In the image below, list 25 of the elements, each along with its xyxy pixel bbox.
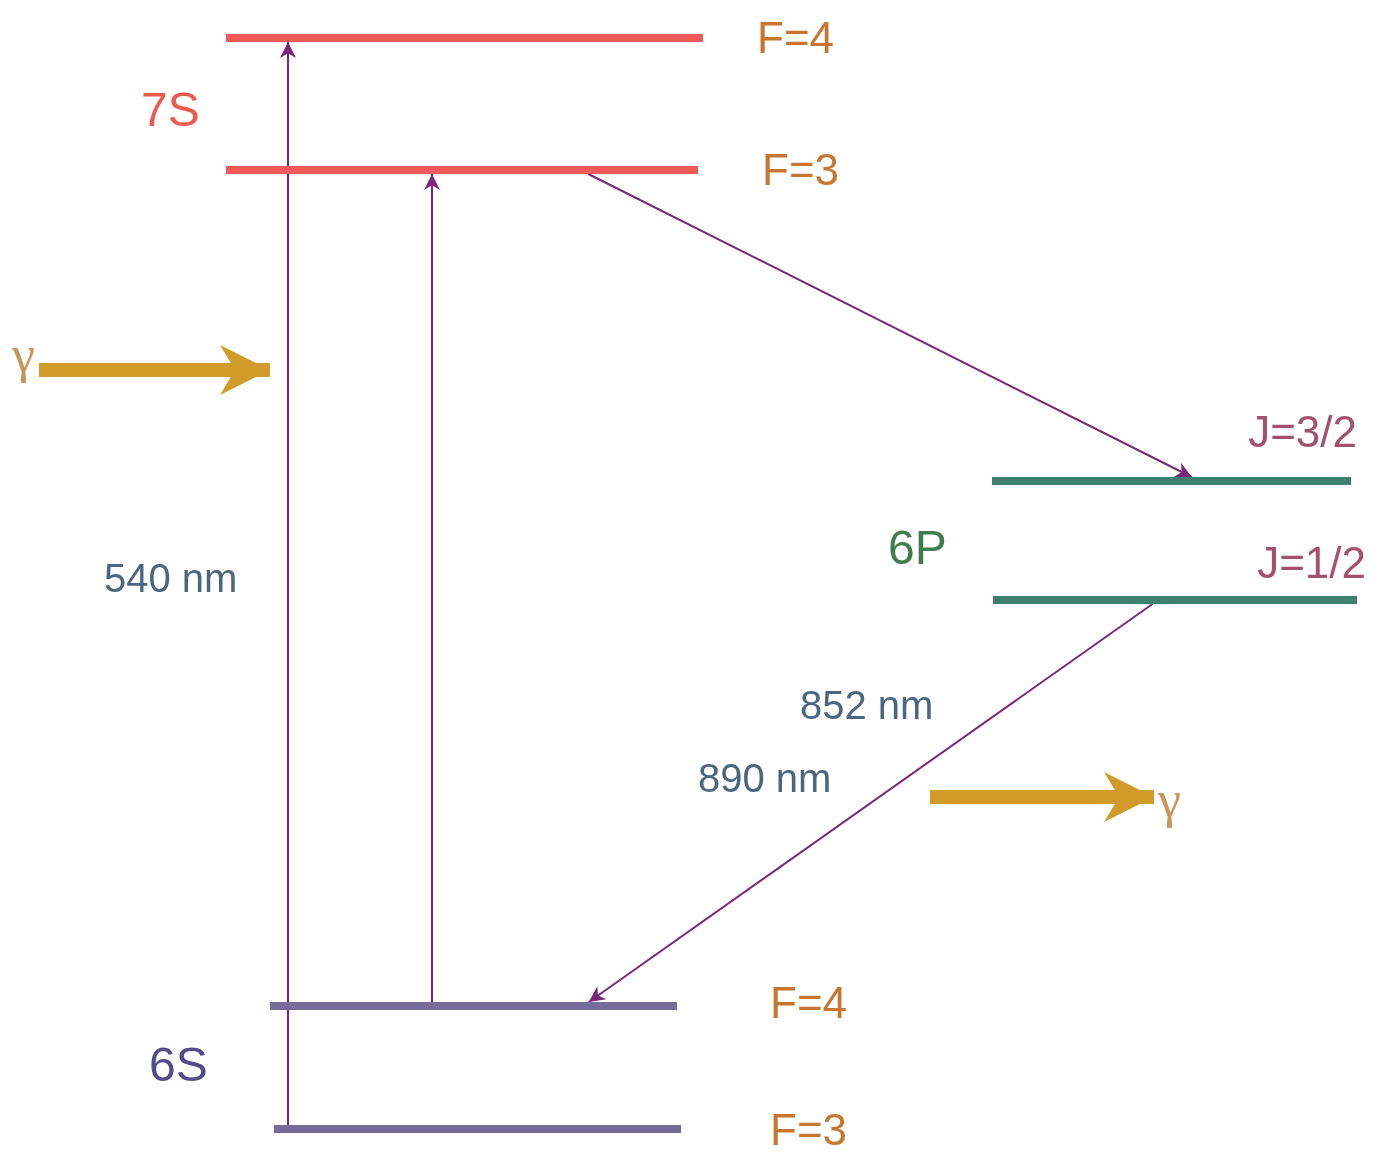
photon-symbol: γ (1158, 774, 1181, 826)
energy-level-bar (226, 166, 698, 174)
level-label: J=1/2 (1257, 541, 1366, 585)
level-label: F=3 (762, 148, 840, 192)
state-label: 7S (141, 86, 200, 134)
state-label: 6P (888, 524, 947, 572)
energy-level-bar (992, 477, 1351, 485)
transition-arrow (280, 41, 296, 1126)
state-label: 6S (149, 1041, 208, 1089)
level-label: F=4 (757, 16, 835, 60)
transition-arrow (587, 603, 1154, 1003)
level-label: J=3/2 (1248, 410, 1357, 454)
photon-arrow (930, 772, 1154, 822)
energy-level-bar (274, 1125, 681, 1133)
energy-level-bar (226, 34, 703, 42)
wavelength-label: 890 nm (698, 758, 832, 798)
transition-arrow (587, 173, 1193, 478)
level-label: F=3 (770, 1108, 848, 1152)
energy-level-bar (270, 1002, 677, 1010)
photon-arrow (39, 345, 270, 395)
photon-symbol: γ (12, 329, 35, 381)
level-label: F=4 (770, 981, 848, 1025)
transition-arrow (424, 173, 440, 1003)
wavelength-label: 852 nm (800, 685, 934, 725)
energy-level-bar (993, 596, 1357, 604)
